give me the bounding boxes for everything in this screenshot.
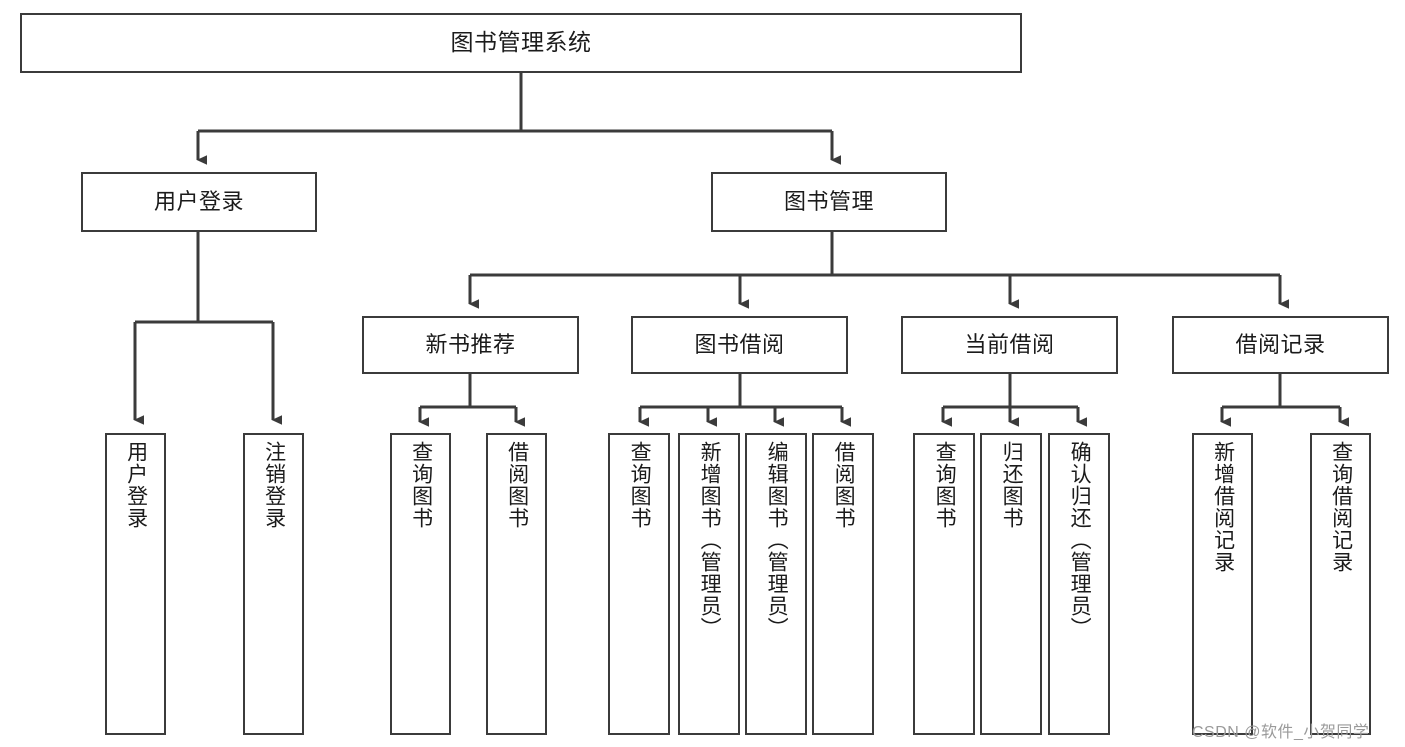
node-label: 当前借阅: [964, 332, 1055, 358]
node-label: 新增借阅记录: [1211, 441, 1235, 573]
node-label: 图书借阅: [694, 332, 785, 358]
node-label: 编辑图书（管理员）: [765, 441, 789, 639]
node-label: 借阅图书: [505, 441, 529, 529]
node-label: 借阅图书: [832, 441, 856, 529]
node-label: 新增图书（管理员）: [698, 441, 722, 639]
node-leaf-query-book-1[interactable]: 查询图书: [390, 433, 451, 735]
node-label: 用户登录: [153, 189, 244, 215]
node-leaf-user-login[interactable]: 用户登录: [105, 433, 166, 735]
node-book-manage[interactable]: 图书管理: [711, 172, 947, 232]
node-leaf-logout[interactable]: 注销登录: [243, 433, 304, 735]
node-root-book-management-system[interactable]: 图书管理系统: [20, 13, 1022, 73]
node-leaf-return-book[interactable]: 归还图书: [980, 433, 1042, 735]
node-leaf-query-record[interactable]: 查询借阅记录: [1310, 433, 1371, 735]
node-leaf-add-book[interactable]: 新增图书（管理员）: [678, 433, 740, 735]
node-label: 查询图书: [409, 441, 433, 529]
node-label: 新书推荐: [425, 332, 516, 358]
node-label: 用户登录: [124, 441, 148, 529]
node-label: 确认归还（管理员）: [1068, 441, 1092, 639]
node-label: 图书管理: [783, 189, 874, 215]
node-current-borrow[interactable]: 当前借阅: [901, 316, 1118, 374]
node-leaf-query-book-2[interactable]: 查询图书: [608, 433, 670, 735]
node-new-book-recommend[interactable]: 新书推荐: [362, 316, 579, 374]
node-leaf-query-book-3[interactable]: 查询图书: [913, 433, 975, 735]
node-leaf-borrow-book-1[interactable]: 借阅图书: [486, 433, 547, 735]
node-leaf-confirm-return[interactable]: 确认归还（管理员）: [1048, 433, 1110, 735]
node-label: 查询图书: [933, 441, 957, 529]
node-leaf-borrow-book-2[interactable]: 借阅图书: [812, 433, 874, 735]
csdn-watermark: CSDN @软件_小贺同学: [1192, 724, 1370, 741]
node-book-borrow[interactable]: 图书借阅: [631, 316, 848, 374]
node-borrow-record[interactable]: 借阅记录: [1172, 316, 1389, 374]
node-label: 查询借阅记录: [1329, 441, 1353, 573]
node-leaf-edit-book[interactable]: 编辑图书（管理员）: [745, 433, 807, 735]
node-label: 借阅记录: [1235, 332, 1326, 358]
node-user-login[interactable]: 用户登录: [81, 172, 317, 232]
node-label: 注销登录: [262, 441, 286, 529]
node-leaf-add-record[interactable]: 新增借阅记录: [1192, 433, 1253, 735]
node-label: 图书管理系统: [450, 29, 592, 56]
node-label: 归还图书: [1000, 441, 1024, 529]
node-label: 查询图书: [628, 441, 652, 529]
